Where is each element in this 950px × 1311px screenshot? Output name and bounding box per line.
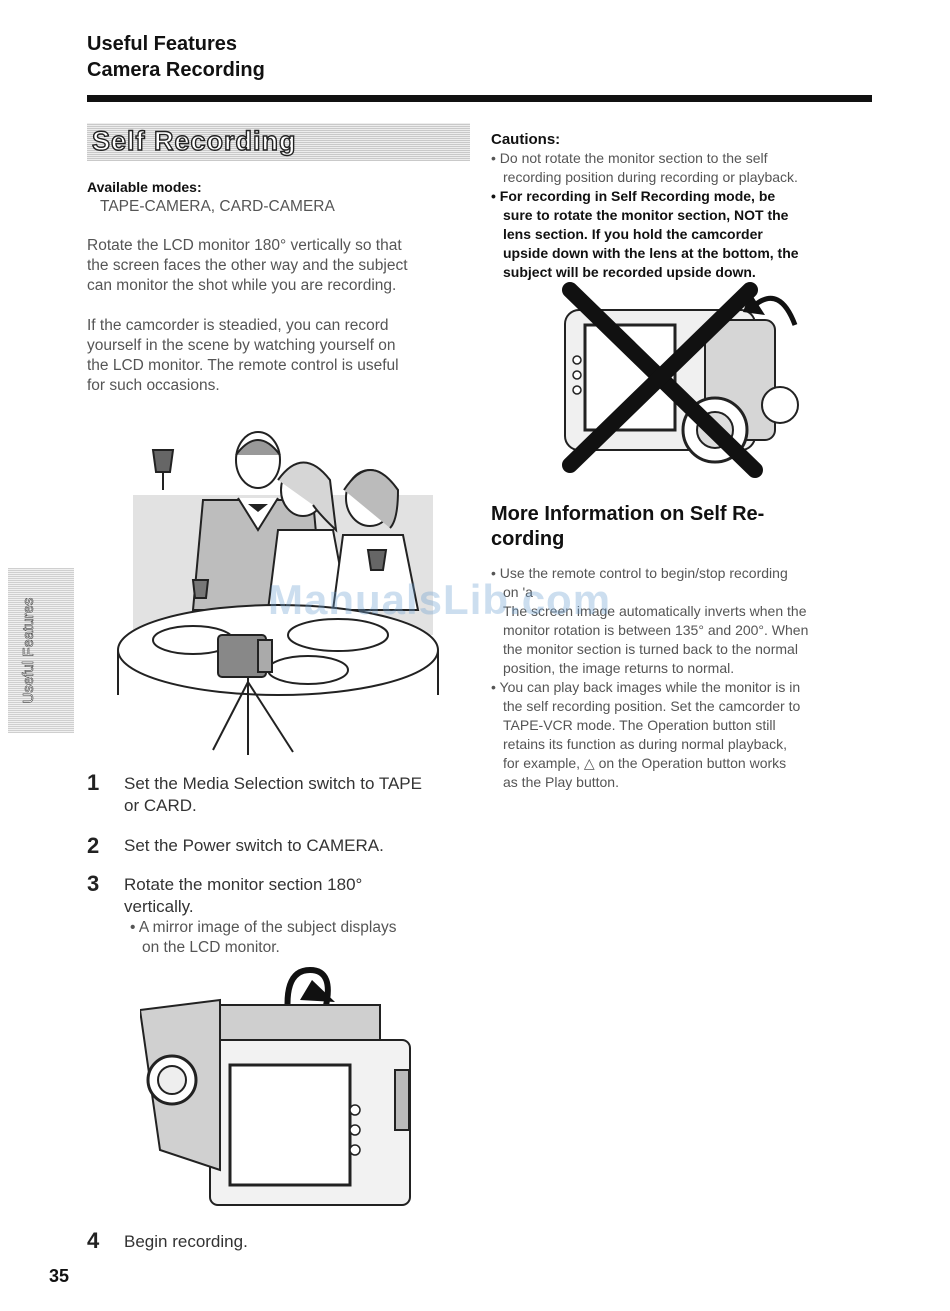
side-tab-label: Useful Features	[20, 597, 38, 704]
watermark: ManualsLib.com	[268, 576, 612, 623]
step-2-text: Set the Power switch to CAMERA.	[124, 836, 384, 855]
party-illustration	[117, 431, 439, 755]
page-number: 35	[49, 1266, 70, 1286]
step-2-number: 2	[87, 833, 100, 858]
header-rule	[87, 95, 872, 102]
step-1-number: 1	[87, 770, 100, 795]
step-4-text: Begin recording.	[124, 1232, 248, 1251]
step-3-number: 3	[87, 871, 100, 896]
cautions-title: Cautions:	[491, 131, 561, 148]
caution-item-1: • Do not rotate the monitor section to t…	[491, 150, 798, 185]
step-3-bullet: • A mirror image of the subject displays…	[130, 919, 397, 956]
caution-item-2: • For recording in Self Recording mode, …	[491, 188, 799, 280]
header-subtitle: Camera Recording	[87, 59, 265, 81]
step-4-number: 4	[87, 1228, 100, 1253]
more-info-title: More Information on Self Re-cording	[491, 503, 765, 550]
available-modes-value: TAPE-CAMERA, CARD-CAMERA	[100, 198, 335, 215]
header-title: Useful Features	[87, 33, 238, 55]
camcorder-rotated-illustration	[140, 966, 411, 1206]
section-title: Self Recording	[91, 125, 297, 156]
more-info-bullet-2: • You can play back images while the mon…	[491, 679, 801, 790]
intro-paragraph-2: If the camcorder is steadied, you can re…	[87, 317, 399, 394]
available-modes-label: Available modes:	[87, 179, 202, 195]
upside-down-camcorder-illustration	[562, 282, 799, 478]
section-banner	[87, 123, 470, 161]
intro-paragraph-1: Rotate the LCD monitor 180° vertically s…	[87, 237, 408, 294]
more-info-bullet-1: • Use the remote control to begin/stop r…	[491, 565, 809, 676]
side-tab	[8, 568, 74, 733]
step-3-text: Rotate the monitor section 180°verticall…	[124, 875, 363, 916]
